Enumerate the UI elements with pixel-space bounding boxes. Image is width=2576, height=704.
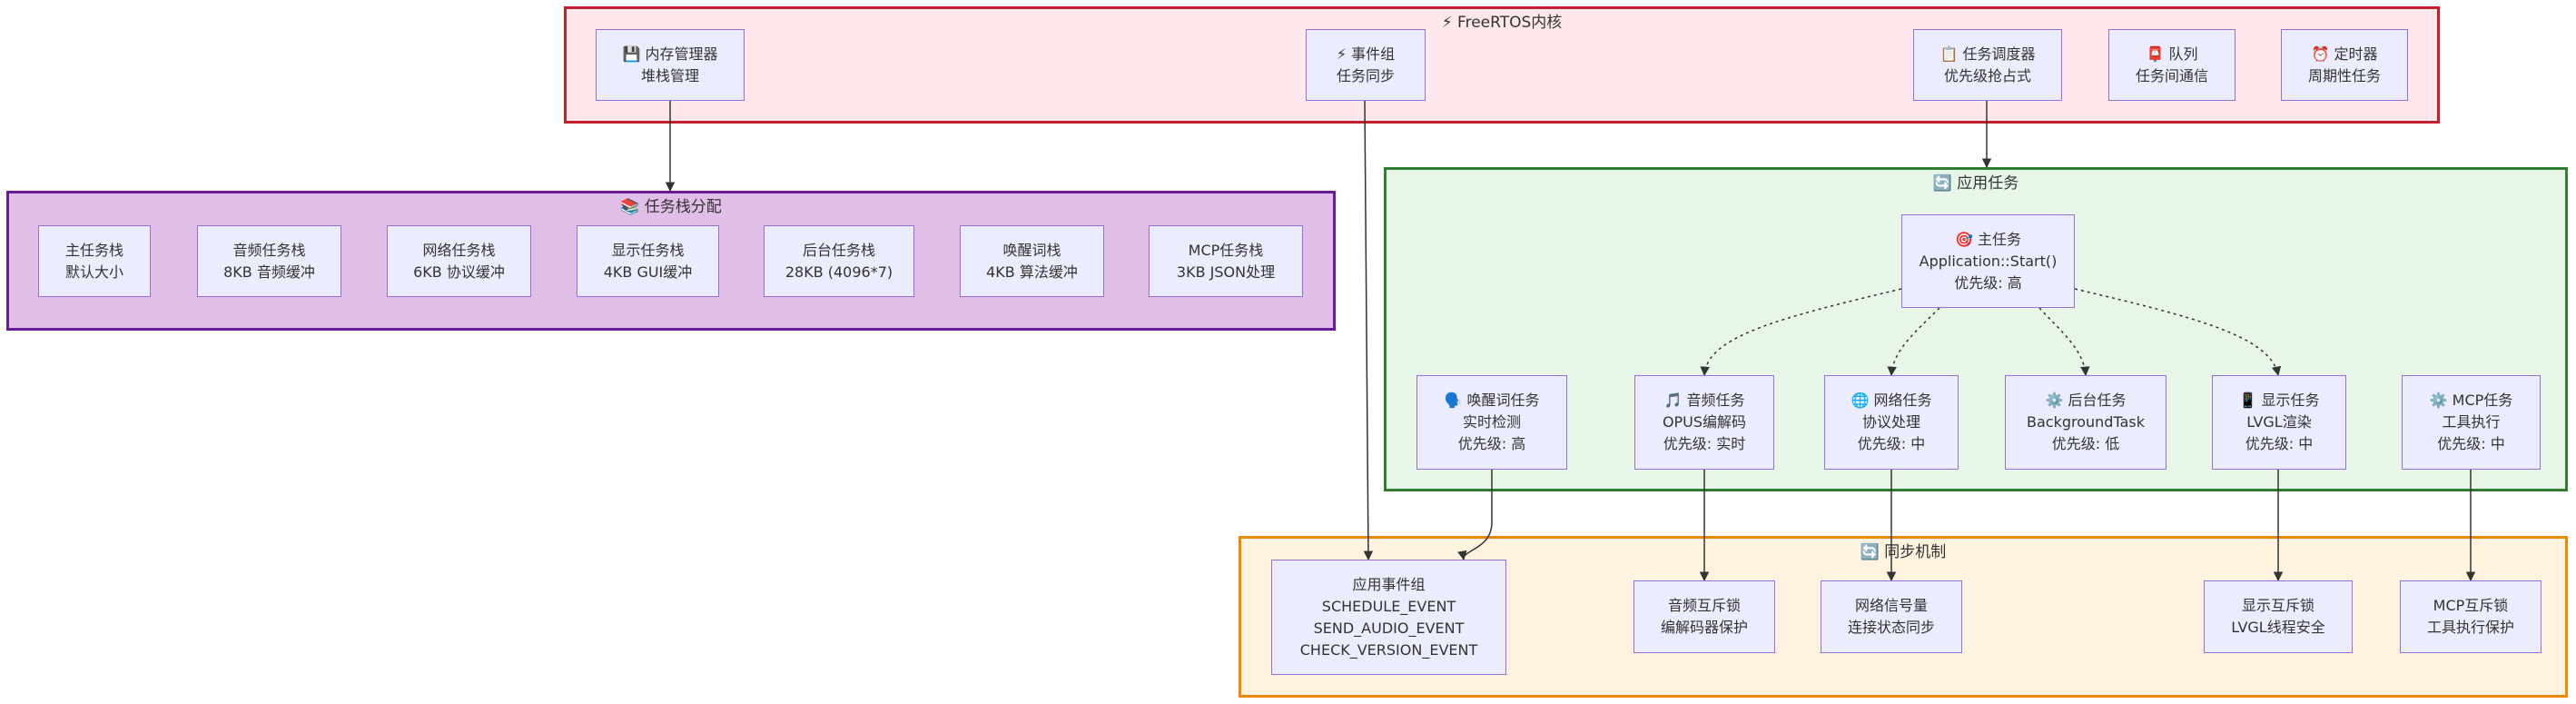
- network-stack-title: 网络任务栈: [422, 241, 496, 259]
- edge-eventgroup-to-appevent: [1363, 100, 1374, 561]
- display-mutex-desc: LVGL线程安全: [2231, 619, 2325, 636]
- sync-cluster-title: 🔄 同步机制: [1860, 543, 1947, 561]
- audio-stack-title: 音频任务栈: [232, 241, 306, 259]
- timer-title: ⏰ 定时器: [2311, 45, 2378, 63]
- audio-stack-node: 音频任务栈 8KB 音频缓冲: [197, 225, 341, 297]
- background-task-desc: BackgroundTask: [2027, 413, 2145, 431]
- main-task-title: 🎯 主任务: [1954, 230, 2021, 248]
- scheduler-node: 📋 任务调度器 优先级抢占式: [1913, 29, 2062, 101]
- mcp-stack-node: MCP任务栈 3KB JSON处理: [1149, 225, 1303, 297]
- display-task-desc: LVGL渲染: [2246, 413, 2312, 431]
- mcp-task-priority: 优先级: 中: [2437, 435, 2505, 452]
- app-event-schedule: SCHEDULE_EVENT: [1321, 597, 1456, 615]
- wakeword-task-priority: 优先级: 高: [1457, 435, 1526, 452]
- event-group-title: ⚡ 事件组: [1336, 45, 1396, 63]
- background-stack-node: 后台任务栈 28KB (4096*7): [764, 225, 914, 297]
- mcp-task-title: ⚙️ MCP任务: [2429, 392, 2513, 409]
- network-stack-node: 网络任务栈 6KB 协议缓冲: [387, 225, 531, 297]
- wakeword-task-node: 🗣️ 唤醒词任务 实时检测 优先级: 高: [1416, 375, 1567, 470]
- background-task-priority: 优先级: 低: [2051, 435, 2120, 452]
- app-event-check-version: CHECK_VERSION_EVENT: [1299, 640, 1478, 659]
- audio-task-desc: OPUS编解码: [1662, 413, 1747, 431]
- main-task-desc: Application::Start(): [1919, 252, 2058, 270]
- kernel-cluster-title: ⚡ FreeRTOS内核: [1441, 14, 1563, 32]
- stacks-cluster-title: 📚 任务栈分配: [620, 198, 722, 216]
- main-task-priority: 优先级: 高: [1954, 273, 2022, 292]
- mcp-stack-title: MCP任务栈: [1188, 241, 1264, 259]
- main-stack-node: 主任务栈 默认大小: [38, 225, 151, 297]
- network-semaphore-desc: 连接状态同步: [1847, 619, 1935, 636]
- app-event-group-node: 应用事件组 SCHEDULE_EVENT SEND_AUDIO_EVENT CH…: [1271, 560, 1506, 675]
- network-task-title: 🌐 网络任务: [1851, 392, 1932, 409]
- audio-mutex-node: 音频互斥锁 编解码器保护: [1633, 580, 1775, 653]
- audio-task-node: 🎵 音频任务 OPUS编解码 优先级: 实时: [1634, 375, 1774, 470]
- main-stack-title: 主任务栈: [64, 241, 123, 259]
- tasks-cluster-title: 🔄 应用任务: [1932, 174, 2019, 193]
- main-stack-desc: 默认大小: [64, 263, 123, 281]
- audio-mutex-desc: 编解码器保护: [1660, 619, 1748, 636]
- wakeword-stack-desc: 4KB 算法缓冲: [986, 263, 1078, 281]
- display-task-priority: 优先级: 中: [2245, 435, 2314, 452]
- background-stack-title: 后台任务栈: [802, 241, 875, 259]
- memory-manager-node: 💾 内存管理器 堆栈管理: [596, 29, 745, 101]
- event-group-desc: 任务同步: [1336, 66, 1395, 84]
- wakeword-task-desc: 实时检测: [1462, 413, 1521, 431]
- network-task-node: 🌐 网络任务 协议处理 优先级: 中: [1824, 375, 1959, 470]
- mcp-mutex-title: MCP互斥锁: [2433, 597, 2509, 614]
- mcp-stack-desc: 3KB JSON处理: [1176, 263, 1276, 281]
- network-task-priority: 优先级: 中: [1857, 435, 1926, 452]
- mcp-task-desc: 工具执行: [2442, 413, 2501, 431]
- mcp-task-node: ⚙️ MCP任务 工具执行 优先级: 中: [2402, 375, 2541, 470]
- queue-node: 📮 队列 任务间通信: [2108, 29, 2235, 101]
- network-semaphore-title: 网络信号量: [1854, 597, 1928, 614]
- background-stack-desc: 28KB (4096*7): [785, 263, 893, 281]
- queue-desc: 任务间通信: [2135, 66, 2208, 84]
- audio-task-priority: 优先级: 实时: [1663, 435, 1746, 452]
- display-task-title: 📱 显示任务: [2238, 392, 2320, 409]
- memory-manager-desc: 堆栈管理: [640, 66, 699, 84]
- wakeword-stack-title: 唤醒词栈: [1002, 241, 1061, 259]
- background-task-title: ⚙️ 后台任务: [2045, 392, 2127, 409]
- display-mutex-title: 显示互斥锁: [2241, 597, 2314, 614]
- display-task-node: 📱 显示任务 LVGL渲染 优先级: 中: [2212, 375, 2346, 470]
- memory-manager-title: 💾 内存管理器: [622, 45, 718, 63]
- scheduler-desc: 优先级抢占式: [1943, 66, 2031, 84]
- mcp-mutex-node: MCP互斥锁 工具执行保护: [2400, 580, 2541, 653]
- app-event-group-title: 应用事件组: [1352, 575, 1426, 593]
- mcp-mutex-desc: 工具执行保护: [2426, 619, 2514, 636]
- network-semaphore-node: 网络信号量 连接状态同步: [1821, 580, 1962, 653]
- timer-node: ⏰ 定时器 周期性任务: [2281, 29, 2408, 101]
- audio-task-title: 🎵 音频任务: [1663, 392, 1745, 409]
- display-mutex-node: 显示互斥锁 LVGL线程安全: [2204, 580, 2353, 653]
- audio-mutex-title: 音频互斥锁: [1667, 597, 1741, 614]
- queue-title: 📮 队列: [2146, 45, 2198, 63]
- timer-desc: 周期性任务: [2307, 66, 2381, 84]
- network-task-desc: 协议处理: [1861, 413, 1920, 431]
- main-task-node: 🎯 主任务 Application::Start() 优先级: 高: [1901, 214, 2075, 308]
- wakeword-task-title: 🗣️ 唤醒词任务: [1444, 392, 1540, 409]
- display-stack-node: 显示任务栈 4KB GUI缓冲: [577, 225, 719, 297]
- app-event-send-audio: SEND_AUDIO_EVENT: [1313, 619, 1465, 637]
- network-stack-desc: 6KB 协议缓冲: [413, 263, 505, 281]
- scheduler-title: 📋 任务调度器: [1939, 45, 2036, 63]
- event-group-node: ⚡ 事件组 任务同步: [1306, 29, 1426, 101]
- display-stack-desc: 4KB GUI缓冲: [603, 263, 693, 281]
- background-task-node: ⚙️ 后台任务 BackgroundTask 优先级: 低: [2005, 375, 2166, 470]
- wakeword-stack-node: 唤醒词栈 4KB 算法缓冲: [960, 225, 1104, 297]
- audio-stack-desc: 8KB 音频缓冲: [223, 263, 315, 281]
- display-stack-title: 显示任务栈: [611, 241, 685, 259]
